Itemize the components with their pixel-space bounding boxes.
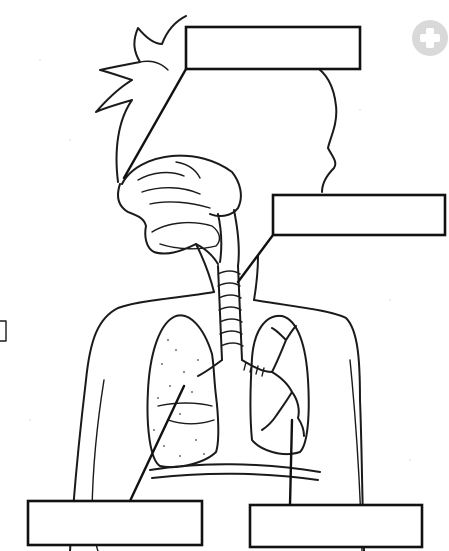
neck-back [254, 256, 258, 300]
label-box-bronchi[interactable] [250, 505, 422, 547]
nasal-cavity [122, 156, 241, 216]
nasal-turbinates [138, 162, 210, 208]
neck-front [196, 244, 214, 292]
lung-left-side [148, 315, 219, 467]
plus-circle-icon[interactable] [412, 20, 448, 56]
leader-bronchi [290, 420, 292, 505]
hair-strand [140, 61, 168, 70]
hair-outline [96, 16, 186, 182]
lung-right-side [251, 316, 309, 454]
edge-partial-box [0, 321, 6, 341]
label-box-lung[interactable] [28, 501, 202, 545]
label-box-trachea[interactable] [273, 195, 445, 235]
label-box-nasal-cavity[interactable] [186, 27, 360, 69]
leader-trachea [238, 235, 273, 282]
pharynx [218, 210, 239, 266]
diaphragm [150, 464, 320, 480]
head-back-outline [276, 56, 336, 192]
leader-lung [130, 386, 184, 501]
oral-cavity [152, 223, 219, 249]
